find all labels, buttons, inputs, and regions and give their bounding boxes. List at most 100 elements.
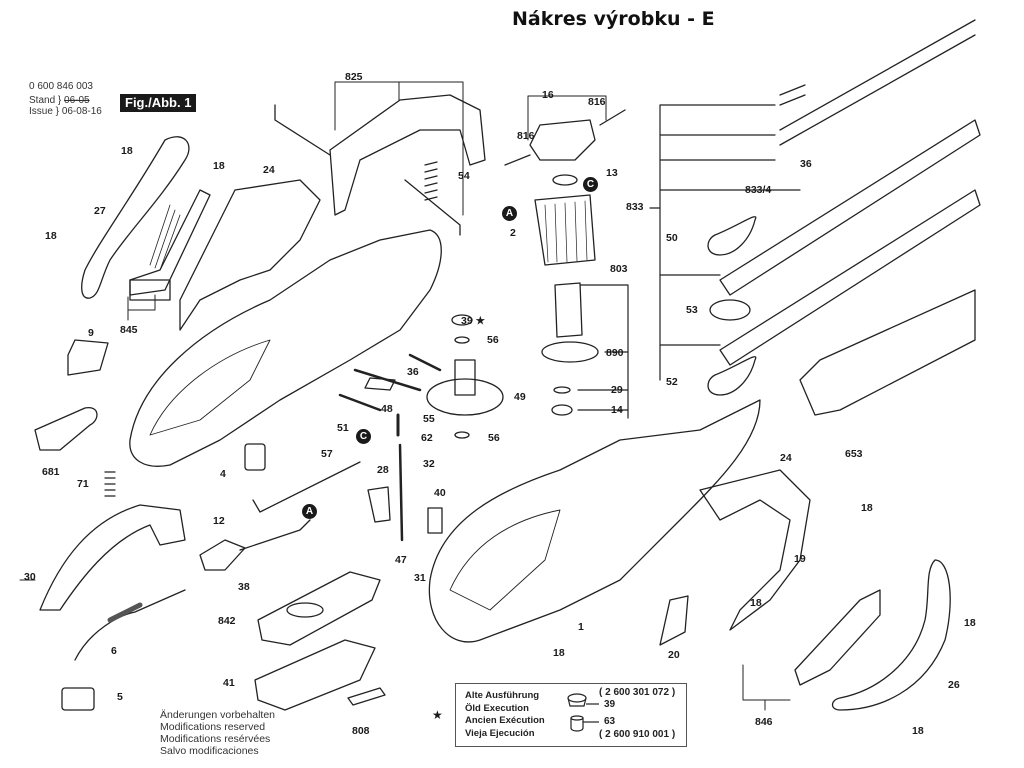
callout-18: 18 (213, 160, 225, 172)
part-846-grip (794, 589, 881, 686)
marker-c: C (583, 177, 598, 192)
callout-14: 14 (611, 404, 623, 416)
callout-18: 18 (750, 597, 762, 609)
callout-18: 18 (121, 145, 133, 157)
callout-26: 26 (948, 679, 960, 691)
callout-18: 18 (964, 617, 976, 629)
callout-54: 54 (458, 170, 470, 182)
legend-line: Vieja Ejecución (465, 727, 535, 739)
callout-833-4: 833/4 (745, 184, 772, 196)
part-54-spring (424, 161, 438, 201)
part-5-strain-relief (61, 687, 95, 711)
part-27-handle-cover (81, 136, 190, 299)
callout-36: 36 (407, 366, 419, 378)
stand-label: Stand (29, 95, 56, 106)
part-blade-upper (719, 119, 981, 296)
part-28-bracket (367, 486, 391, 523)
stand-value: 06-05 (64, 95, 90, 106)
callout-16: 16 (542, 89, 554, 101)
callout-808: 808 (352, 725, 370, 737)
callout-51: 51 (337, 422, 349, 434)
new-part-number: ( 2 600 910 001 ) (599, 729, 676, 740)
callout-816: 816 (517, 130, 535, 142)
part-9-label (67, 339, 109, 376)
part-842-plate (257, 571, 381, 646)
bushing-icons (567, 693, 599, 732)
callout-47: 47 (395, 554, 407, 566)
part-12-switch (199, 539, 246, 571)
issue-label: Issue (29, 106, 53, 117)
callout-20: 20 (668, 649, 680, 661)
part-71-spring (104, 471, 116, 497)
legend-line: Ancien Exécution (465, 715, 545, 726)
figure-label: Fig./Abb. 1 (120, 94, 197, 112)
ref-63: 63 (604, 716, 616, 727)
callout-55: 55 (423, 413, 435, 425)
callout-19: 19 (794, 553, 806, 565)
note-line: Änderungen vorbehalten (160, 709, 276, 721)
part-20-label (659, 595, 689, 646)
part-49-gear (426, 378, 504, 416)
note-line: Salvo modificaciones (160, 745, 259, 757)
part-40-part (427, 507, 443, 534)
part-57-cable (252, 461, 361, 513)
callout-825: 825 (345, 71, 363, 83)
stand-row: Stand } 06-05 (29, 95, 90, 106)
ref-39: 39 (604, 699, 616, 710)
part-2-stator (534, 194, 596, 266)
callout-52: 52 (666, 376, 678, 388)
callout-842: 842 (218, 615, 236, 627)
part-845-block (129, 279, 171, 301)
callout-28: 28 (377, 464, 389, 476)
callout-71: 71 (77, 478, 89, 490)
callout-18: 18 (912, 725, 924, 737)
callout-50: 50 (666, 232, 678, 244)
part-housing-left (129, 229, 442, 467)
part-681-clip (34, 407, 98, 451)
part-1-housing-right (428, 399, 761, 643)
callout-890: 890 (606, 347, 624, 359)
modifications-note: Änderungen vorbehalten Modifications res… (160, 709, 275, 757)
part-52-plate (707, 356, 757, 396)
callout-2: 2 (510, 227, 516, 239)
part-825-handle (329, 94, 486, 216)
callout-5: 5 (117, 691, 123, 703)
callout-9: 9 (88, 327, 94, 339)
callout-4: 4 (220, 468, 226, 480)
part-53-clip (709, 299, 751, 321)
callout-653: 653 (845, 448, 863, 460)
callout-18: 18 (861, 502, 873, 514)
callout-13: 13 (606, 167, 618, 179)
marker-c: C (356, 429, 371, 444)
legend-texts: Alte Ausführung Öld Execution Ancien Exé… (465, 690, 545, 740)
callout-40: 40 (434, 487, 446, 499)
marker-a: A (302, 504, 317, 519)
callout-24: 24 (263, 164, 275, 176)
note-line: Modifications resérvées (160, 733, 271, 745)
callout-56: 56 (488, 432, 500, 444)
part-blade-lower (719, 189, 981, 366)
legend-line: Alte Ausführung (465, 690, 540, 701)
callout-57: 57 (321, 448, 333, 460)
part-6-cable (74, 589, 186, 661)
part-32-rod (398, 443, 404, 542)
callout-803: 803 (610, 263, 628, 275)
part-808-label (347, 687, 386, 706)
callout-833: 833 (626, 201, 644, 213)
callout-39: 39 ★ (461, 315, 486, 327)
legend-line: Öld Execution (465, 702, 529, 714)
callout-845: 845 (120, 324, 138, 336)
callout-6: 6 (111, 645, 117, 657)
old-execution-legend: Alte Ausführung Öld Execution Ancien Exé… (455, 683, 687, 747)
part-30-handle (39, 504, 186, 611)
star-icon: ★ (432, 708, 443, 722)
note-line: Modifications reserved (160, 721, 266, 733)
callout-18: 18 (45, 230, 57, 242)
part-890-armature (554, 282, 583, 338)
part-50-plate (707, 216, 757, 256)
callout-24: 24 (780, 452, 792, 464)
part-24-right-cover (699, 469, 811, 631)
callout-31: 31 (414, 572, 426, 584)
part-24-cover (179, 179, 321, 331)
